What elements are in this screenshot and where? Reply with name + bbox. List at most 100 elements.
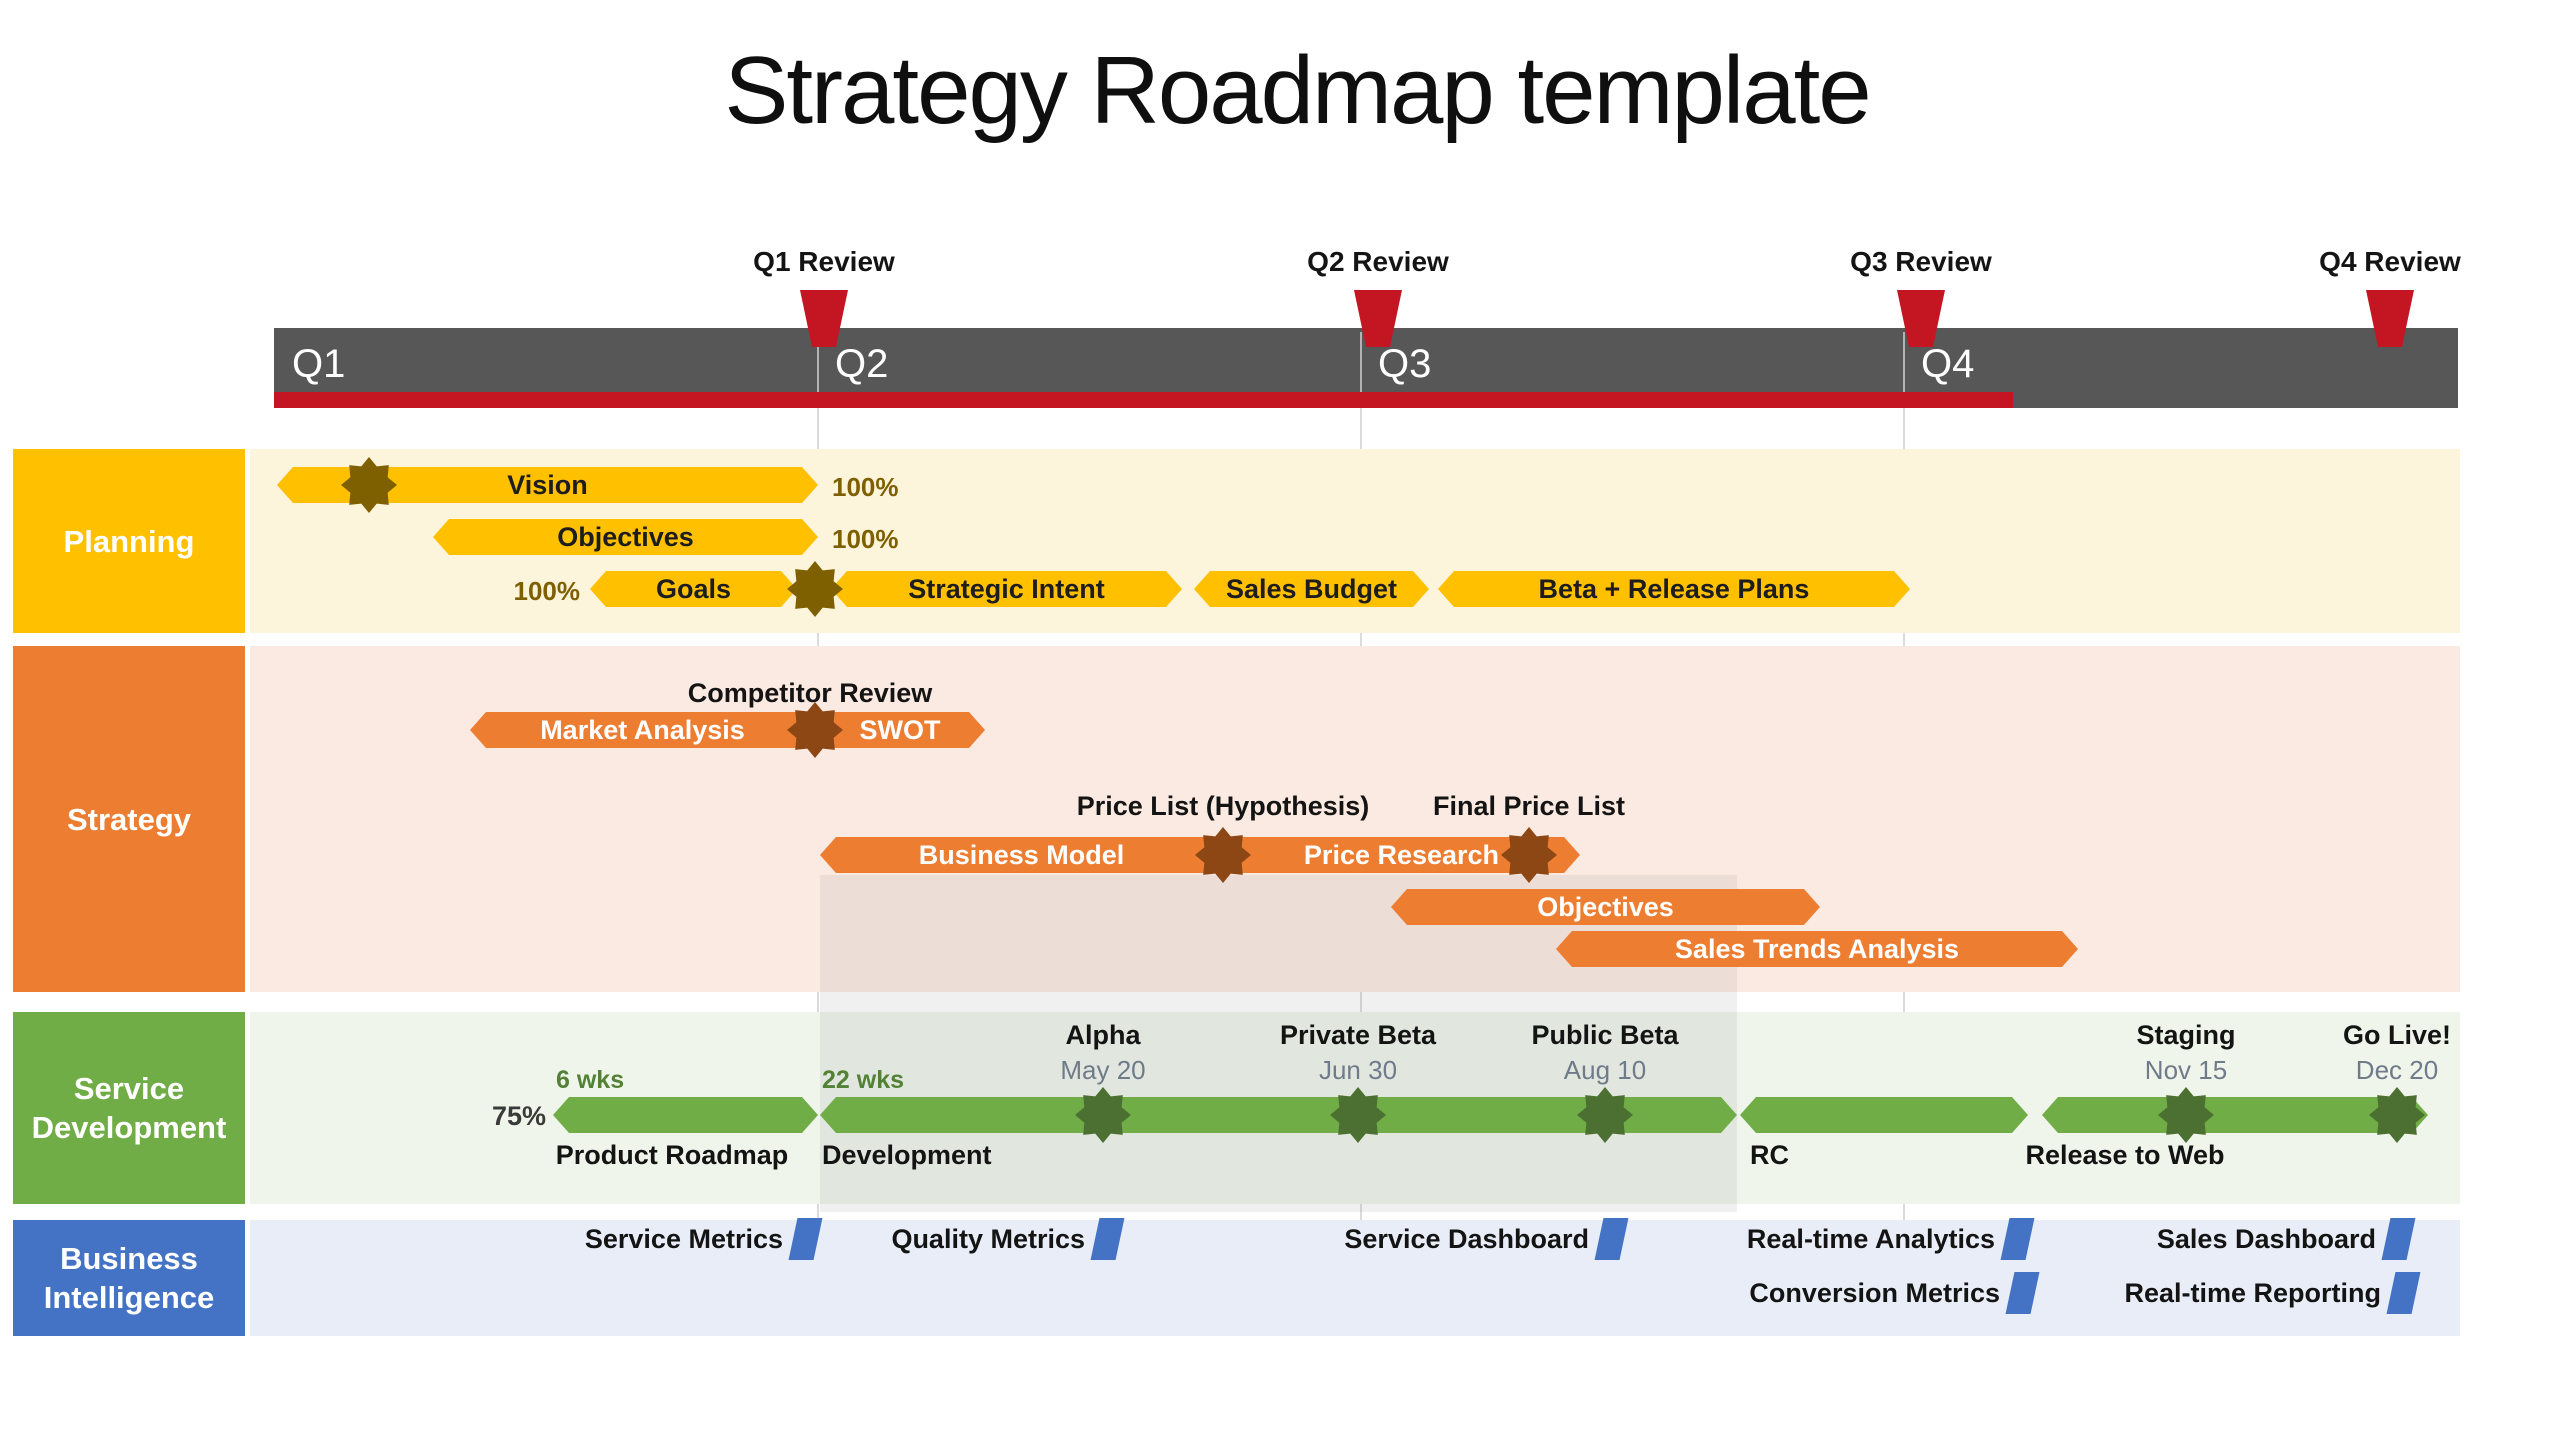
- timeline-progress-bar: [274, 392, 2013, 408]
- q1-review-label: Q1 Review: [753, 246, 895, 277]
- milestone-parallelogram-icon: [2000, 1218, 2035, 1260]
- release-to-web-label: Release to Web: [2025, 1140, 2225, 1170]
- product-roadmap-percent-label: 75%: [491, 1101, 546, 1131]
- sidebar-row-strategy: Strategy: [13, 646, 245, 992]
- milestone-date-private-beta: Jun 30: [1318, 1055, 1398, 1085]
- price-list-hypothesis-label: Price List (Hypothesis): [1076, 791, 1370, 821]
- quarter-label-q3: Q3: [1378, 342, 1432, 386]
- bi-item-real-time-reporting: Real-time Reporting: [2124, 1272, 2421, 1314]
- bar-strategic-intent: Strategic Intent: [831, 571, 1182, 607]
- q4-review-label: Q4 Review: [2319, 246, 2461, 277]
- milestone-star-icon: [2369, 1087, 2425, 1143]
- quarter-label-q4: Q4: [1921, 342, 1975, 386]
- milestone-date-alpha: May 20: [1060, 1055, 1146, 1085]
- quarter-tick: [1903, 332, 1905, 392]
- bar-sales-trends-analysis-label: Sales Trends Analysis: [1674, 933, 1960, 964]
- bi-item-quality-metrics: Quality Metrics: [891, 1218, 1125, 1260]
- bar-business-model: Business Model: [820, 837, 1223, 873]
- milestone-star-icon: [1195, 827, 1251, 883]
- sidebar-row-business-intelligence: Business Intelligence: [13, 1220, 245, 1336]
- bi-item-sales-dashboard: Sales Dashboard: [2156, 1218, 2416, 1260]
- goals-percent-label: 100%: [513, 576, 581, 606]
- bi-item-service-dashboard: Service Dashboard: [1344, 1218, 1629, 1260]
- milestone-date-go-live: Dec 20: [2355, 1055, 2439, 1085]
- bar-sales-trends-analysis: Sales Trends Analysis: [1556, 931, 2078, 967]
- row-label-service-development: Service Development: [31, 1071, 227, 1145]
- bar-sales-budget-label: Sales Budget: [1225, 573, 1398, 604]
- milestone-parallelogram-icon: [1090, 1218, 1125, 1260]
- elapsed-label-6wks: 6 wks: [556, 1066, 625, 1094]
- bar-strategic-intent-label: Strategic Intent: [908, 573, 1105, 604]
- objectives-percent-label: 100%: [832, 524, 899, 554]
- vision-percent-label: 100%: [832, 472, 899, 502]
- product-roadmap-label: Product Roadmap: [555, 1140, 789, 1170]
- bi-item-conversion-metrics: Conversion Metrics: [1749, 1272, 2040, 1314]
- bar-goals-label: Goals: [655, 573, 732, 604]
- bar-objectives-strategy-label: Objectives: [1537, 891, 1674, 922]
- milestone-date-public-beta: Aug 10: [1563, 1055, 1647, 1085]
- q3-review-label: Q3 Review: [1850, 246, 1992, 277]
- page-title: Strategy Roadmap template: [724, 37, 1871, 144]
- milestone-parallelogram-icon: [2005, 1272, 2040, 1314]
- bar-vision-label: Vision: [507, 469, 588, 500]
- bar-swot-label: SWOT: [859, 714, 941, 745]
- bi-quality-metrics-label: Quality Metrics: [891, 1223, 1085, 1254]
- quarter-label-q1: Q1: [292, 342, 346, 386]
- bar-release-to-web: [2042, 1097, 2428, 1133]
- bar-product-roadmap: [553, 1097, 818, 1133]
- milestone-name-private-beta: Private Beta: [1279, 1020, 1437, 1050]
- bar-market-analysis: Market Analysis: [470, 712, 815, 748]
- bar-business-model-label: Business Model: [918, 839, 1125, 870]
- bar-beta-release-plans: Beta + Release Plans: [1438, 571, 1910, 607]
- sidebar-row-planning: Planning: [13, 449, 245, 633]
- quarter-tick: [817, 332, 819, 392]
- final-price-list-label: Final Price List: [1432, 791, 1626, 821]
- milestone-star-icon: [1330, 1087, 1386, 1143]
- q2-review-label: Q2 Review: [1307, 246, 1449, 277]
- bar-swot: SWOT: [815, 712, 985, 748]
- milestone-parallelogram-icon: [2386, 1272, 2421, 1314]
- milestone-name-staging: Staging: [2136, 1020, 2236, 1050]
- row-label-business-intelligence: Business Intelligence: [43, 1241, 215, 1315]
- competitor-review-label: Competitor Review: [687, 678, 933, 708]
- row-band-strategy: [250, 646, 2460, 992]
- bi-item-real-time-analytics: Real-time Analytics: [1746, 1218, 2035, 1260]
- bar-objectives-strategy: Objectives: [1391, 889, 1820, 925]
- row-label-planning: Planning: [63, 523, 195, 559]
- row-label-strategy: Strategy: [66, 801, 192, 837]
- bar-goals: Goals: [590, 571, 797, 607]
- milestone-star-icon: [1075, 1087, 1131, 1143]
- row-band-business-intelligence: [250, 1220, 2460, 1336]
- milestone-parallelogram-icon: [1594, 1218, 1629, 1260]
- bar-price-research-label: Price Research: [1303, 839, 1500, 870]
- milestone-star-icon: [341, 457, 397, 513]
- bi-service-metrics-label: Service Metrics: [584, 1223, 783, 1254]
- milestone-name-go-live: Go Live!: [2342, 1020, 2452, 1050]
- milestone-parallelogram-icon: [788, 1218, 823, 1260]
- quarter-label-q2: Q2: [835, 342, 889, 386]
- elapsed-label-22wks: 22 wks: [822, 1066, 905, 1094]
- bar-objectives-planning: Objectives: [433, 519, 818, 555]
- quarter-tick: [1360, 332, 1362, 392]
- bar-beta-release-plans-label: Beta + Release Plans: [1538, 573, 1810, 604]
- bi-real-time-reporting-label: Real-time Reporting: [2124, 1277, 2381, 1308]
- milestone-name-alpha: Alpha: [1065, 1020, 1141, 1050]
- milestone-date-staging: Nov 15: [2144, 1055, 2228, 1085]
- bi-real-time-analytics-label: Real-time Analytics: [1746, 1223, 1995, 1254]
- sidebar-row-service-development: Service Development: [13, 1012, 245, 1204]
- bar-market-analysis-label: Market Analysis: [540, 714, 745, 745]
- bi-conversion-metrics-label: Conversion Metrics: [1749, 1277, 2000, 1308]
- milestone-star-icon: [787, 702, 843, 758]
- rc-label: RC: [1750, 1140, 1789, 1170]
- bar-rc: [1740, 1097, 2028, 1133]
- bar-sales-budget: Sales Budget: [1194, 571, 1429, 607]
- milestone-star-icon: [787, 561, 843, 617]
- milestone-star-icon: [2158, 1087, 2214, 1143]
- development-label: Development: [822, 1140, 992, 1170]
- bi-service-dashboard-label: Service Dashboard: [1344, 1223, 1589, 1254]
- milestone-parallelogram-icon: [2381, 1218, 2416, 1260]
- milestone-star-icon: [1577, 1087, 1633, 1143]
- bi-sales-dashboard-label: Sales Dashboard: [2156, 1223, 2376, 1254]
- bi-item-service-metrics: Service Metrics: [584, 1218, 823, 1260]
